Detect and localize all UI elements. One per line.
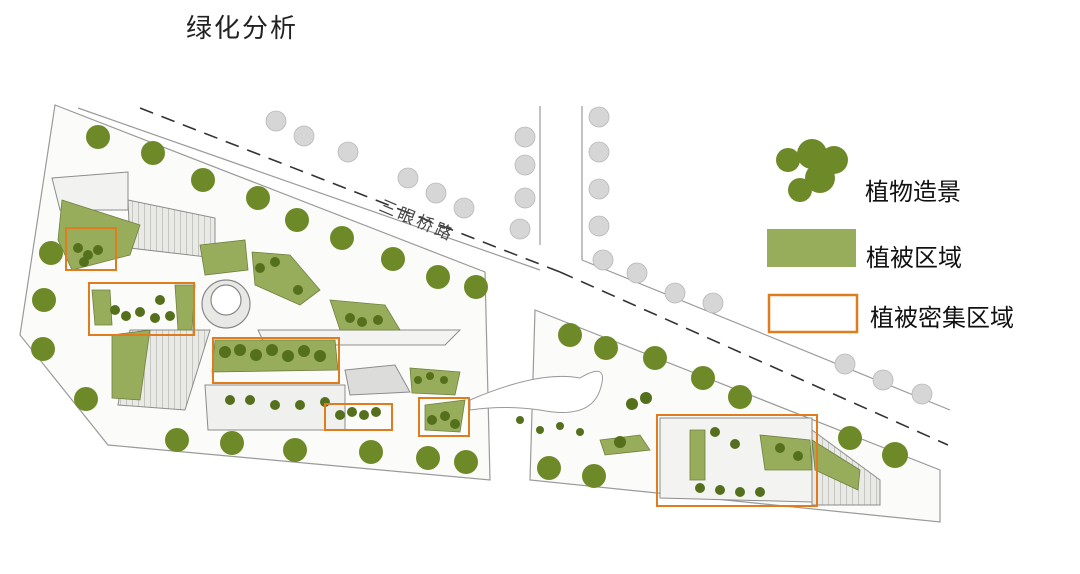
- existing-grey-trees: [265, 106, 933, 405]
- vegetation-swatch: [767, 229, 856, 267]
- legend-label-dense: 植被密集区域: [870, 304, 1014, 332]
- round-plaza: [201, 279, 251, 329]
- road-centerline: [139, 107, 949, 446]
- street-trees: [31, 125, 908, 488]
- dense-vegetation-swatch: [767, 293, 859, 334]
- legend-label-plants: 植物造景: [865, 178, 961, 206]
- tree-cluster-icon: [776, 139, 848, 202]
- walkway: [469, 370, 603, 413]
- page-title: 绿化分析: [186, 14, 299, 44]
- dense-vegetation-boxes: [65, 227, 818, 507]
- legend-label-vegetation: 植被区域: [866, 244, 962, 272]
- legend: [767, 139, 859, 334]
